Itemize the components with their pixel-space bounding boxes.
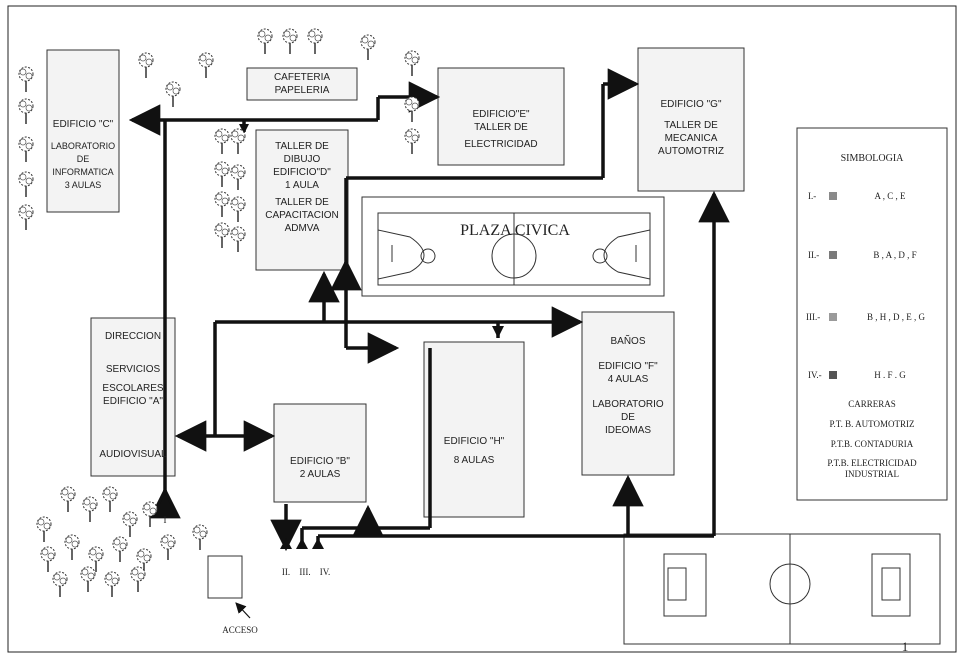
access-arrow [235, 602, 251, 619]
edificio-b-line2: 2 AULAS [299, 469, 341, 480]
edificio-f-line6: IDEOMAS [604, 425, 652, 436]
careers-title: CARRERAS [848, 399, 896, 409]
edificio-c-line5: 3 AULAS [64, 180, 102, 190]
edificio-c-line2: LABORATORIO [50, 141, 116, 151]
edificio-e-line2: TALLER DE [474, 122, 528, 133]
legend-item-4-buildings: H . F . G [874, 370, 906, 380]
edificio-g-line3: MECANICA [664, 133, 718, 144]
legend-item-3-num: III.- [806, 312, 821, 322]
legend-box [796, 127, 948, 501]
legend-item-1-num: I.- [808, 191, 817, 201]
edificio-d-line6: CAPACITACION [265, 210, 339, 221]
edificio-e-box [437, 67, 565, 166]
edificio-c-line4: INFORMATICA [52, 167, 114, 177]
edificio-d-line5: TALLER DE [275, 197, 329, 208]
edificio-c-box [46, 49, 120, 213]
plaza-civica [361, 196, 665, 297]
edificio-c-line3: DE [76, 154, 90, 164]
edificio-d-box [255, 129, 349, 271]
edificio-g-box [637, 47, 745, 192]
edificio-a-line1: DIRECCION [104, 331, 162, 342]
edificio-a-line4: EDIFICIO "A" [103, 396, 163, 407]
edificio-a-line3: ESCOLARES [102, 383, 164, 394]
edificio-d-line3: EDIFICIO"D" [273, 167, 331, 178]
edificio-d-line4: 1 AULA [285, 180, 319, 191]
legend-swatch-1 [829, 192, 837, 200]
cafeteria-line1: CAFETERIA [273, 72, 331, 83]
edificio-c-label: EDIFICIO "C" LABORATORIO DE INFORMATICA … [47, 118, 119, 192]
edificio-d-line7: ADMVA [284, 223, 320, 234]
legend-title: SIMBOLOGIA [840, 153, 904, 164]
edificio-b-label: EDIFICIO "B" 2 AULAS [274, 455, 366, 481]
edificio-e-line1: EDIFICIO"E" [472, 109, 530, 120]
edificio-c-name: EDIFICIO "C" [52, 119, 114, 130]
career-3: P.T.B. ELECTRICIDAD [827, 458, 917, 468]
entrance-i-label: I [163, 515, 167, 525]
legend-swatch-2 [829, 251, 837, 259]
edificio-h-box [423, 341, 525, 518]
map-frame [7, 5, 957, 653]
legend-swatch-4 [829, 371, 837, 379]
edificio-a-label: DIRECCION SERVICIOS ESCOLARES EDIFICIO "… [91, 330, 175, 461]
edificio-b-line1: EDIFICIO "B" [290, 456, 350, 467]
legend-swatch-3 [829, 313, 837, 321]
legend-item-2-buildings: B , A , D , F [873, 250, 917, 260]
edificio-f-box [581, 311, 675, 476]
access-box [207, 555, 243, 599]
edificio-f-line1: BAÑOS [610, 336, 646, 347]
edificio-f-line5: DE [621, 412, 635, 423]
edificio-e-line3: ELECTRICIDAD [464, 139, 538, 150]
legend-item-1-buildings: A , C , E [874, 191, 906, 201]
career-3-cont: INDUSTRIAL [845, 469, 899, 479]
edificio-g-line1: EDIFICIO "G" [660, 99, 722, 110]
edificio-f-line4: LABORATORIO [592, 399, 664, 410]
edificio-d-line2: DIBUJO [283, 154, 321, 165]
edificio-g-line2: TALLER DE [664, 120, 718, 131]
edificio-f-label: BAÑOS EDIFICIO "F" 4 AULAS LABORATORIO D… [582, 335, 674, 437]
legend-item-4-num: IV.- [808, 370, 822, 380]
edificio-h-label: EDIFICIO "H" 8 AULAS [424, 435, 524, 467]
cafeteria-line2: PAPELERIA [274, 85, 330, 96]
soccer-field [623, 533, 941, 645]
career-2: P.T.B. CONTADURIA [830, 439, 914, 449]
edificio-a-box [90, 317, 176, 477]
career-1: P.T. B. AUTOMOTRIZ [829, 419, 915, 429]
edificio-d-line1: TALLER DE [275, 141, 329, 152]
entrance-iv-label: IV. [319, 567, 331, 577]
legend-item-3-buildings: B , H , D , E , G [867, 312, 925, 322]
edificio-f-line2: EDIFICIO "F" [598, 361, 658, 372]
edificio-f-line3: 4 AULAS [607, 374, 649, 385]
edificio-a-line2: SERVICIOS [105, 364, 161, 375]
edificio-h-line2: 8 AULAS [453, 455, 495, 466]
cafeteria-label: CAFETERIA PAPELERIA [247, 71, 357, 97]
legend-item-2-num: II.- [808, 250, 820, 260]
page-number: 1 [901, 639, 909, 654]
edificio-d-label: TALLER DE DIBUJO EDIFICIO"D" 1 AULA TALL… [256, 140, 348, 235]
cafeteria-box [246, 67, 358, 101]
entrance-ii-label: II. [281, 567, 291, 577]
access-label: ACCESO [222, 625, 258, 635]
edificio-a-line5: AUDIOVISUAL [99, 449, 167, 460]
edificio-g-line4: AUTOMOTRIZ [658, 146, 724, 157]
plaza-civica-label: PLAZA CIVICA [460, 222, 570, 239]
edificio-b-box [273, 403, 367, 503]
edificio-g-label: EDIFICIO "G" TALLER DE MECANICA AUTOMOTR… [638, 98, 744, 158]
entrance-iii-label: III. [299, 567, 311, 577]
edificio-h-line1: EDIFICIO "H" [443, 436, 505, 447]
edificio-e-label: EDIFICIO"E" TALLER DE ELECTRICIDAD [438, 108, 564, 151]
